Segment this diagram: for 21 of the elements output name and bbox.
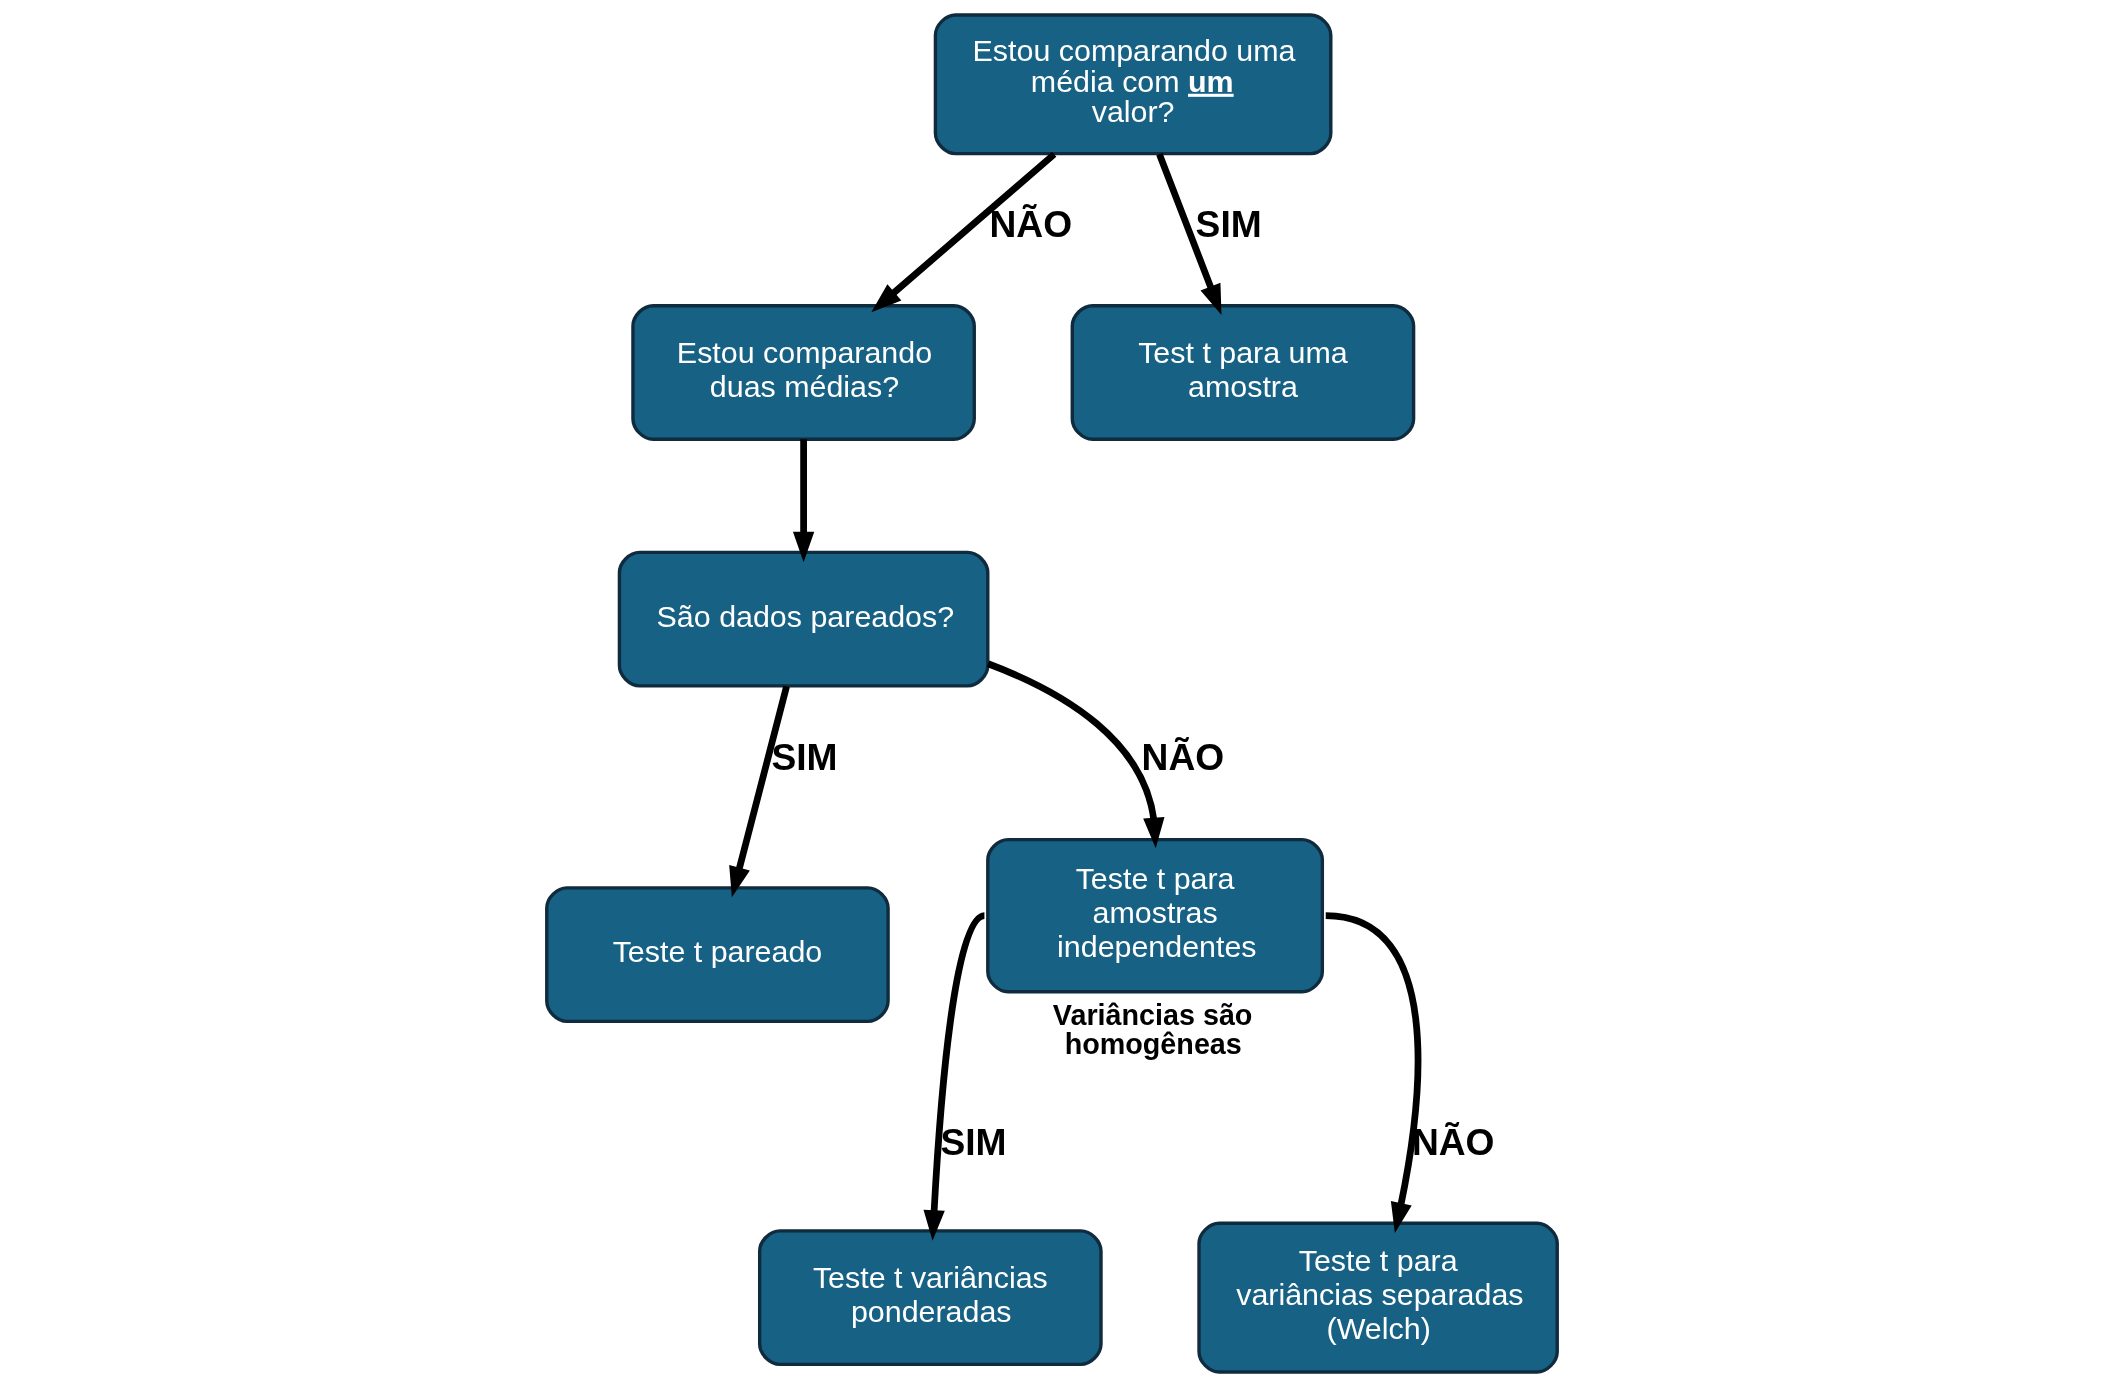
edge-label: SIM [771, 735, 838, 778]
node-box: Teste t pareado [544, 886, 890, 1023]
edge-label: SIM [939, 1120, 1007, 1163]
arrow [986, 660, 1164, 849]
node-box: Test t para uma amostra [1070, 304, 1415, 441]
node-box: Estou comparando uma média com um valor? [933, 13, 1332, 156]
edge-label: NÃO [1411, 1120, 1494, 1163]
arrow [728, 685, 790, 898]
arrow [1155, 153, 1221, 316]
arrow [923, 912, 986, 1241]
arrow [870, 151, 1056, 313]
edge-label: NÃO [1141, 735, 1224, 778]
node-box: Teste t variâncias ponderadas [757, 1229, 1103, 1367]
node-box: Estou comparando duas médias? [630, 304, 976, 441]
node-box: Teste t para variâncias separadas (Welch) [1196, 1221, 1559, 1374]
node-label: Variâncias são homogêneas [1052, 998, 1252, 1060]
arrow [1324, 912, 1421, 1234]
node-box: São dados pareados? [617, 550, 989, 688]
arrow [792, 439, 814, 563]
edge-label: SIM [1195, 203, 1262, 246]
edge-label: NÃO [988, 203, 1072, 246]
